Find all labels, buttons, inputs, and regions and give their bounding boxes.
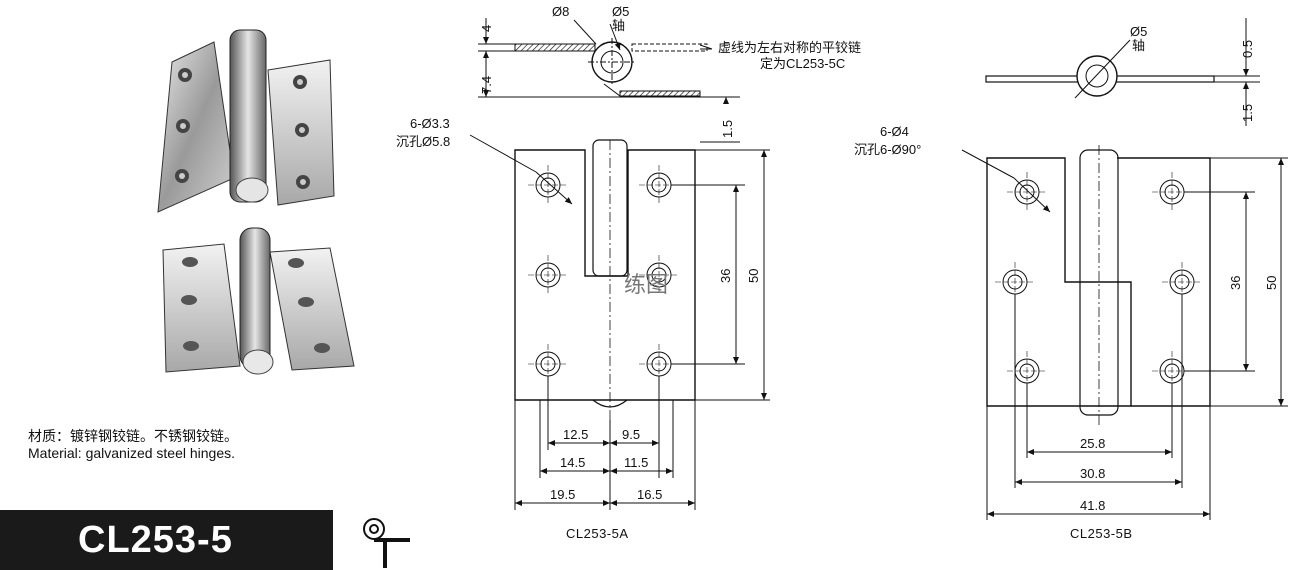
right-dim-label-0-5: 0.5 — [1240, 40, 1255, 58]
b-hole-spec-line1: 6-Ø4 — [880, 124, 909, 139]
a-hole-spec-line1: 6-Ø3.3 — [410, 116, 450, 131]
right-dim-label-axis: 轴 — [1132, 38, 1145, 53]
note-symmetric-line1: 虚线为左右对称的平铰链 — [718, 40, 861, 55]
material-description: 材质：镀锌钢铰链。不锈钢铰链。 Material: galvanized ste… — [28, 428, 238, 462]
caption-cl253-5b: CL253-5B — [1070, 526, 1133, 541]
dim-label-axis: 轴 — [612, 18, 625, 33]
hinge-symbol-icon — [363, 518, 410, 568]
model-banner — [0, 510, 333, 570]
drawing-cl253-5b — [961, 145, 1288, 520]
caption-cl253-5a: CL253-5A — [566, 526, 629, 541]
a-dim-label-19-5: 19.5 — [550, 487, 575, 502]
dim-label-d5: Ø5 — [612, 4, 629, 19]
material-text-en: Material: galvanized steel hinges. — [28, 445, 236, 461]
top-profile-detail — [478, 18, 740, 143]
a-dim-label-9-5: 9.5 — [622, 427, 640, 442]
hinge-photo-upper — [157, 29, 335, 213]
dim-label-1-5: 1.5 — [720, 120, 735, 138]
b-dim-label-30-8: 30.8 — [1080, 466, 1105, 481]
note-symmetric-line2: 定为CL253-5C — [760, 56, 845, 71]
dim-label-4: 4 — [479, 25, 494, 32]
right-profile-detail — [985, 18, 1260, 126]
right-dim-label-d5: Ø5 — [1130, 24, 1147, 39]
material-text-zh: 材质：镀锌钢铰链。不锈钢铰链。 — [28, 428, 238, 444]
b-dim-label-36: 36 — [1228, 276, 1243, 290]
b-hole-spec-line2: 沉孔6-Ø90° — [854, 142, 921, 157]
drawing-cl253-5a — [469, 134, 770, 510]
b-dim-label-25-8: 25.8 — [1080, 436, 1105, 451]
b-dim-label-41-8: 41.8 — [1080, 498, 1105, 513]
a-dim-label-12-5: 12.5 — [563, 427, 588, 442]
dim-label-d8: Ø8 — [552, 4, 569, 19]
a-dim-label-36: 36 — [718, 269, 733, 283]
a-dim-label-14-5: 14.5 — [560, 455, 585, 470]
hinge-photo-lower — [162, 227, 355, 375]
watermark-text: 练图 — [624, 273, 668, 298]
a-hole-spec-line2: 沉孔Ø5.8 — [396, 134, 450, 149]
a-dim-label-11-5: 11.5 — [624, 455, 648, 470]
right-dim-label-1-5: 1.5 — [1240, 104, 1255, 122]
dim-label-7-4: 7.4 — [479, 76, 494, 94]
b-dim-label-50: 50 — [1264, 276, 1279, 290]
a-dim-label-50: 50 — [746, 269, 761, 283]
model-number: CL253-5 — [78, 519, 233, 561]
a-dim-label-16-5: 16.5 — [637, 487, 662, 502]
